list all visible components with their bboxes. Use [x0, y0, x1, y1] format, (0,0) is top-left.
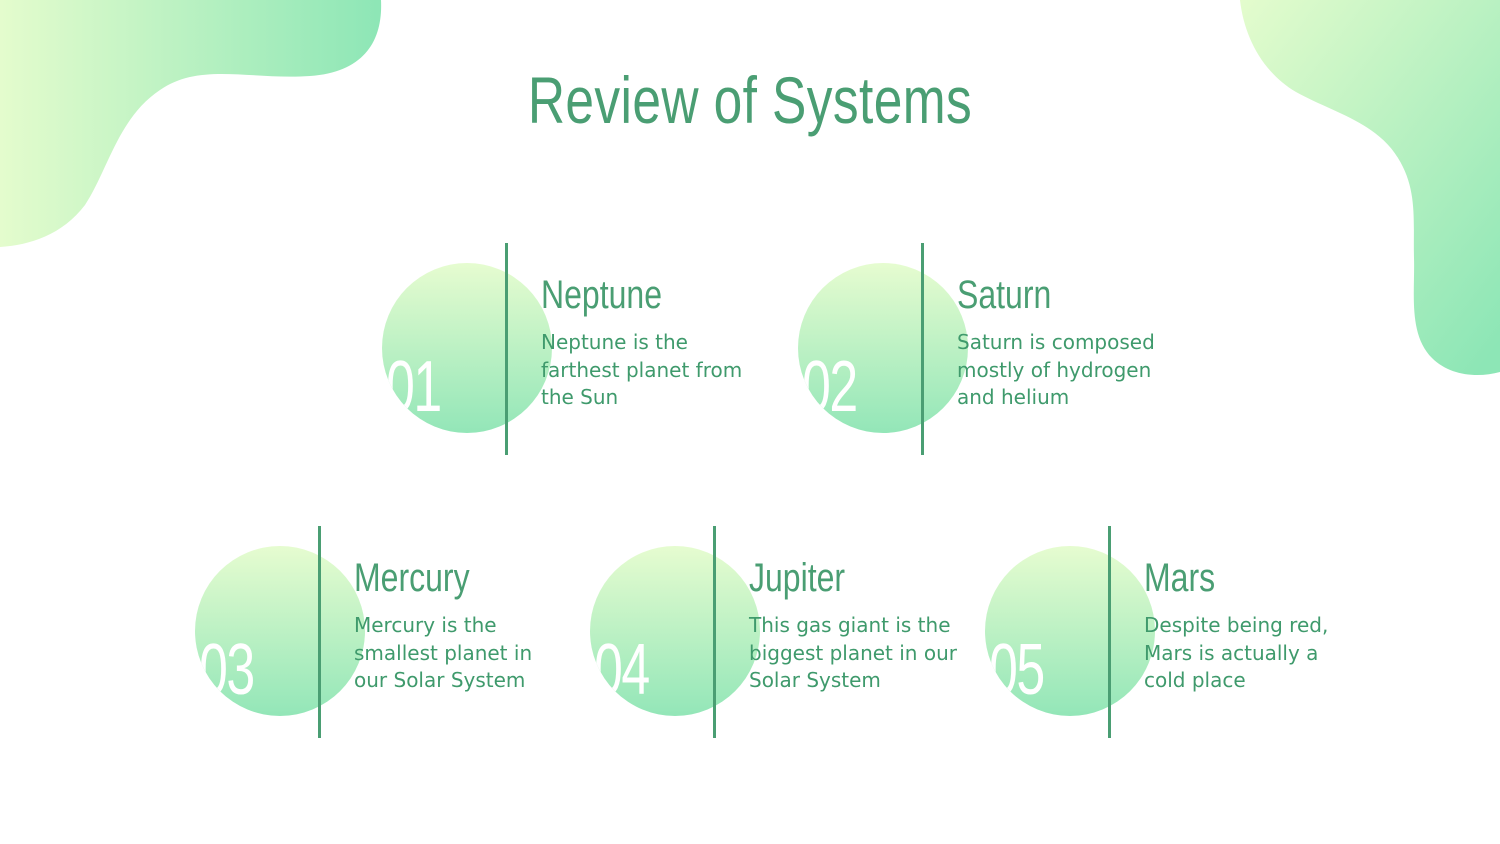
item-heading: Jupiter: [749, 556, 846, 600]
system-item-mercury: 03 Mercury Mercury is the smallest plane…: [195, 526, 575, 738]
item-number: 03: [199, 630, 255, 710]
item-description: Despite being red, Mars is actually a co…: [1144, 613, 1329, 692]
divider-line: [318, 526, 321, 738]
item-heading: Saturn: [957, 273, 1052, 317]
divider-line: [505, 243, 508, 455]
item-number: 05: [989, 630, 1045, 710]
item-description: Saturn is composed mostly of hydrogen an…: [957, 330, 1155, 409]
number-circle: 01: [382, 263, 552, 433]
item-description: This gas giant is the biggest planet in …: [749, 613, 957, 692]
system-item-mars: 05 Mars Despite being red, Mars is actua…: [985, 526, 1365, 738]
item-heading: Mars: [1144, 556, 1216, 600]
number-circle: 04: [590, 546, 760, 716]
item-number: 01: [386, 347, 442, 427]
item-description: Neptune is the farthest planet from the …: [541, 330, 743, 409]
number-circle: 02: [798, 263, 968, 433]
item-heading: Mercury: [354, 556, 470, 600]
system-item-jupiter: 04 Jupiter This gas giant is the biggest…: [590, 526, 970, 738]
slide-title: Review of Systems: [527, 63, 973, 137]
number-circle: 05: [985, 546, 1155, 716]
item-heading: Neptune: [541, 273, 662, 317]
item-description: Mercury is the smallest planet in our So…: [354, 613, 533, 692]
system-item-saturn: 02 Saturn Saturn is composed mostly of h…: [798, 243, 1178, 455]
item-number: 04: [594, 630, 650, 710]
divider-line: [713, 526, 716, 738]
divider-line: [1108, 526, 1111, 738]
divider-line: [921, 243, 924, 455]
item-number: 02: [802, 347, 858, 427]
decorative-blob-top-right: [1240, 0, 1500, 376]
number-circle: 03: [195, 546, 365, 716]
system-item-neptune: 01 Neptune Neptune is the farthest plane…: [382, 243, 762, 455]
